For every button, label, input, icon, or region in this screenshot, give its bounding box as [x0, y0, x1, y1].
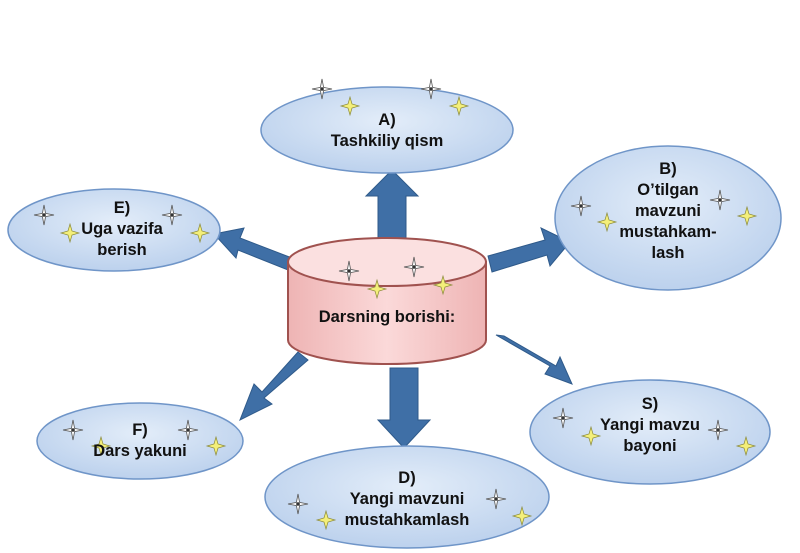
node-b-line-3: mustahkam-	[619, 223, 717, 241]
arrow-to-d	[376, 367, 432, 449]
center-cylinder	[287, 237, 487, 365]
arrow-to-a	[364, 169, 420, 249]
arrows	[213, 169, 573, 449]
node-a-label: A) Tashkiliy qism	[287, 110, 487, 152]
node-b-line-2: mavzuni	[634, 202, 702, 220]
arrow-to-b	[487, 227, 571, 273]
node-b	[554, 145, 782, 291]
node-s	[529, 379, 771, 485]
node-s-line-2: bayoni	[623, 437, 677, 455]
node-s-label: S) Yangi mavzu bayoni	[570, 394, 730, 457]
center-label: Darsning borishi:	[287, 307, 487, 328]
node-d-line-1: Yangi mavzuni	[349, 490, 465, 508]
node-a	[260, 86, 514, 174]
node-f	[36, 402, 244, 480]
node-b-line-4: lash	[651, 244, 685, 262]
node-e-line-1: Uga vazifa	[81, 220, 163, 238]
node-b-label: B) O’tilgan mavzuni mustahkam- lash	[588, 159, 748, 264]
arrow-to-e	[213, 227, 293, 271]
node-s-line-1: Yangi mavzu	[600, 416, 700, 434]
node-s-letter: S)	[641, 395, 659, 413]
node-b-letter: B)	[659, 160, 677, 178]
node-d-line-2: mustahkamlash	[344, 511, 470, 529]
node-a-letter: A)	[378, 111, 396, 129]
center-text: Darsning borishi:	[318, 308, 456, 326]
node-e-label: E) Uga vazifa berish	[52, 198, 192, 261]
node-f-line-1: Dars yakuni	[93, 442, 187, 460]
node-f-letter: F)	[132, 421, 148, 439]
node-d-label: D) Yangi mavzuni mustahkamlash	[307, 468, 507, 531]
node-e-letter: E)	[113, 199, 131, 217]
node-e	[7, 188, 221, 272]
arrow-to-f	[239, 351, 309, 422]
node-e-line-2: berish	[97, 241, 147, 259]
node-d	[264, 445, 550, 549]
node-f-label: F) Dars yakuni	[60, 420, 220, 462]
arrow-to-s	[495, 334, 573, 385]
node-a-line-1: Tashkiliy qism	[330, 132, 444, 150]
node-d-letter: D)	[398, 469, 416, 487]
node-b-line-1: O’tilgan	[637, 181, 699, 199]
